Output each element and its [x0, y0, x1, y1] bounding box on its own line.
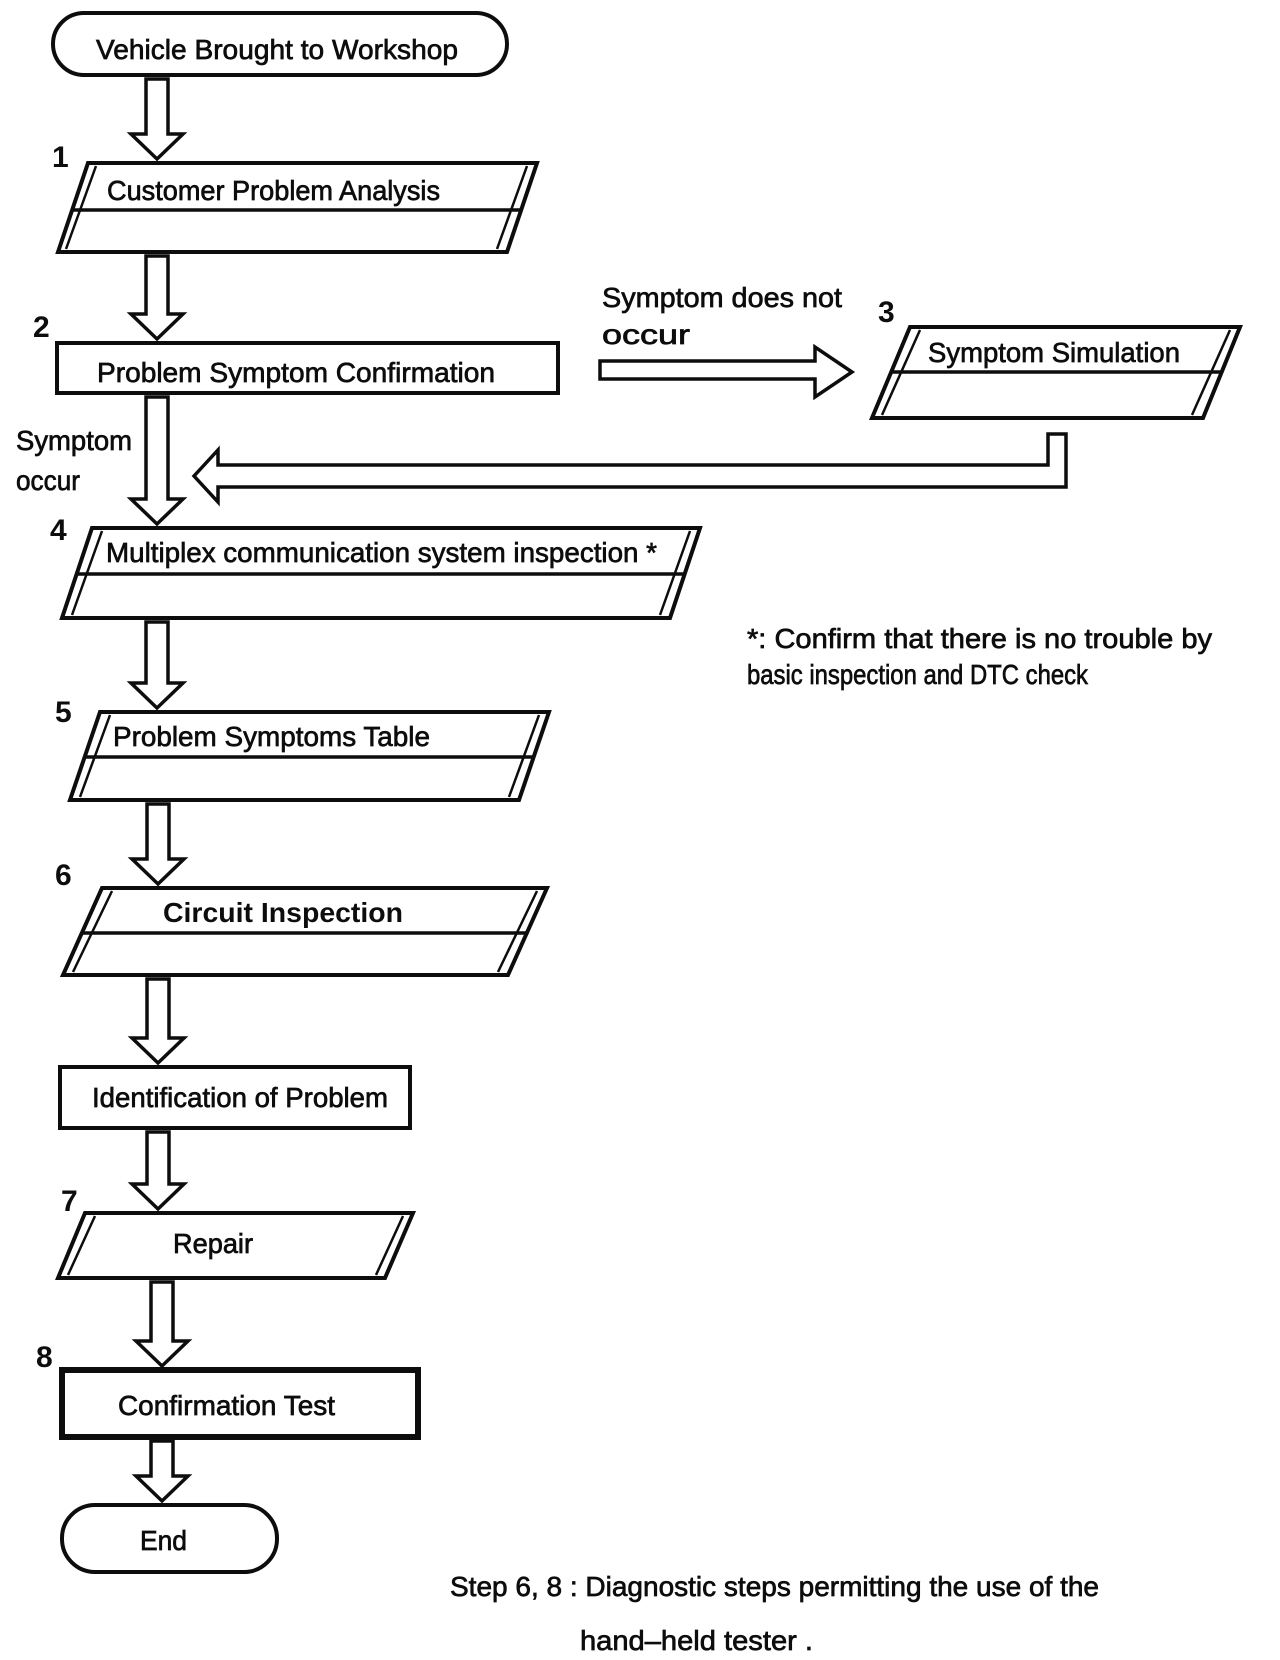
- note-asterisk-line1: *: Confirm that there is no trouble by: [747, 623, 1212, 654]
- identification-of-problem: Identification of Problem: [58, 1065, 412, 1130]
- step-6-label: Circuit Inspection: [163, 897, 403, 928]
- step-5: 5 Problem Symptoms Table: [55, 696, 552, 802]
- arrow-step2-to-step4: [126, 395, 188, 527]
- note-asterisk-line2: basic inspection and DTC check: [747, 659, 1089, 690]
- step-4: 4 Multiplex communication system inspect…: [50, 514, 703, 620]
- step-3: 3 Symptom Simulation: [868, 296, 1243, 420]
- arrow-step5-to-step6: [127, 802, 189, 887]
- step-8: 8 Confirmation Test: [36, 1341, 421, 1440]
- step-7-inner-edge-left: [66, 1215, 97, 1276]
- arrow-step3-return-to-mainflow: [191, 432, 1068, 507]
- step-7: 7 Repair: [55, 1185, 417, 1280]
- step-4-label: Multiplex communication system inspectio…: [106, 537, 657, 568]
- branch-label-symptom-occur: Symptom occur: [16, 425, 133, 497]
- footer-note-line2: hand–held tester .: [580, 1625, 813, 1656]
- step-6-number: 6: [55, 859, 72, 892]
- step-1-number: 1: [52, 141, 69, 174]
- step-2-number: 2: [33, 311, 50, 344]
- step-7-label: Repair: [173, 1228, 253, 1259]
- step-2-label: Problem Symptom Confirmation: [97, 357, 495, 388]
- step-7-number: 7: [61, 1185, 78, 1218]
- step-7-inner-edge-right: [374, 1215, 405, 1276]
- step-3-label: Symptom Simulation: [928, 337, 1180, 368]
- arrow-step1-to-step2: [126, 254, 188, 342]
- step-5-label: Problem Symptoms Table: [113, 721, 430, 752]
- terminator-end-shape: [60, 1503, 279, 1574]
- arrow-identification-to-step7: [127, 1130, 189, 1212]
- terminator-start-shape: [51, 11, 509, 77]
- step-4-number: 4: [50, 514, 67, 547]
- step-8-shape: [59, 1367, 421, 1440]
- step-1: 1 Customer Problem Analysis: [52, 141, 540, 254]
- arrow-step2-to-step3-branch: [598, 343, 856, 401]
- branch-label-symptom-occur-line1: Symptom: [16, 425, 132, 456]
- arrow-step8-to-end: [131, 1439, 193, 1504]
- step-2-shape: [55, 341, 560, 395]
- step-3-number: 3: [878, 296, 895, 329]
- branch-label-symptom-occur-line2: occur: [16, 465, 80, 496]
- terminator-start-label: Vehicle Brought to Workshop: [96, 34, 458, 65]
- branch-label-symptom-does-not-occur-line2: occur: [602, 319, 690, 350]
- step-6: 6 Circuit Inspection: [55, 859, 551, 977]
- step-5-number: 5: [55, 696, 72, 729]
- terminator-end: End: [60, 1503, 279, 1574]
- step-8-label: Confirmation Test: [118, 1390, 335, 1421]
- terminator-end-label: End: [140, 1525, 187, 1556]
- arrow-step7-to-step8: [131, 1280, 193, 1369]
- step-1-inner-edge-right: [495, 165, 529, 250]
- step-1-inner-edge-left: [64, 165, 98, 250]
- identification-of-problem-label: Identification of Problem: [92, 1082, 388, 1113]
- branch-label-symptom-does-not-occur-line1: Symptom does not: [602, 282, 842, 313]
- step-2: 2 Problem Symptom Confirmation: [33, 311, 560, 395]
- arrow-start-to-step1: [126, 77, 188, 162]
- footer-note: Step 6, 8 : Diagnostic steps permitting …: [450, 1571, 1100, 1657]
- terminator-start: Vehicle Brought to Workshop: [51, 11, 509, 77]
- step-1-label: Customer Problem Analysis: [107, 175, 440, 206]
- footer-note-line1: Step 6, 8 : Diagnostic steps permitting …: [450, 1571, 1099, 1602]
- note-asterisk: *: Confirm that there is no trouble by b…: [747, 623, 1213, 691]
- step-8-number: 8: [36, 1341, 53, 1374]
- branch-label-symptom-does-not-occur: Symptom does not occur: [602, 282, 843, 351]
- arrow-step6-to-identification: [127, 977, 189, 1066]
- step-1-shape: [55, 161, 540, 254]
- identification-of-problem-shape: [58, 1065, 412, 1130]
- arrow-step4-to-step5: [126, 620, 188, 711]
- step-7-shape: [55, 1211, 417, 1280]
